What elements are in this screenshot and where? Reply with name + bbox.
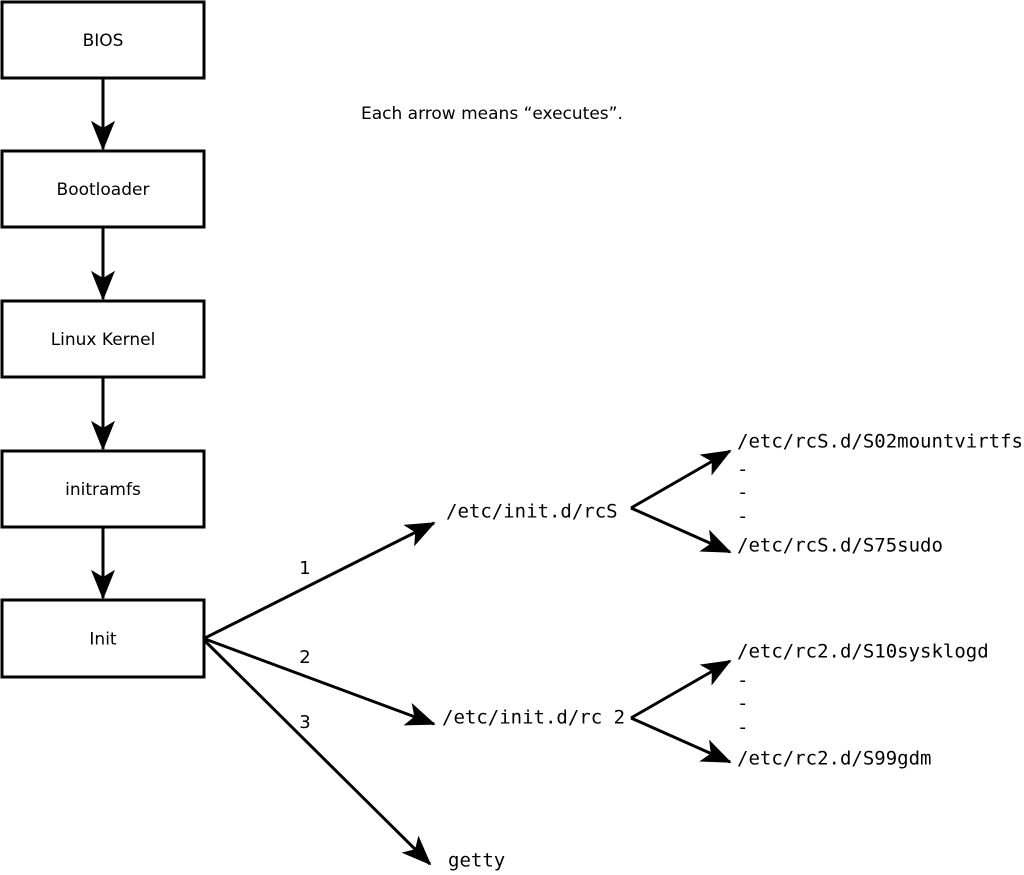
arrow-rc2-to-last-script [630, 716, 732, 764]
arrow-rcs-to-first-script [630, 449, 732, 510]
box-label-initramfs: initramfs [65, 480, 141, 500]
ellipsis-dash-rc2-1: - [737, 670, 748, 692]
legend-note: Each arrow means “executes”. [361, 104, 623, 124]
arrow-rc2-to-first-script [630, 659, 732, 720]
ellipsis-dash-rcs-1: - [737, 459, 748, 481]
arrow-init-to-getty [203, 639, 432, 866]
process-box-bios: BIOS [0, 0, 206, 80]
ellipsis-dash-rc2-2: - [737, 693, 748, 715]
arrow-init-to-rcs [204, 521, 436, 640]
process-box-init: Init [0, 598, 206, 679]
box-outline-bootloader [0, 149, 206, 229]
label-rc2-d-s10sysklogd: /etc/rc2.d/S10sysklogd [737, 641, 989, 663]
label-init-d-rc2: /etc/init.d/rc 2 [442, 707, 625, 729]
process-box-kernel: Linux Kernel [0, 299, 206, 379]
arrow-init-to-rc2 [204, 637, 436, 726]
ellipsis-dash-rcs-3: - [737, 506, 748, 528]
box-label-bios: BIOS [83, 31, 124, 51]
box-outline-initramfs [0, 449, 206, 529]
box-outline-bios [0, 0, 206, 80]
ellipsis-dash-rcs-2: - [737, 482, 748, 504]
label-rc2-d-s99gdm: /etc/rc2.d/S99gdm [737, 748, 931, 770]
process-box-bootloader: Bootloader [0, 149, 206, 229]
box-label-init: Init [89, 630, 117, 650]
label-getty: getty [448, 850, 505, 872]
ellipsis-dash-rc2-3: - [737, 717, 748, 739]
label-rcs-d-s02mountvirtfs: /etc/rcS.d/S02mountvirtfs [737, 431, 1023, 453]
label-rcs-d-s75sudo: /etc/rcS.d/S75sudo [737, 535, 943, 557]
process-box-initramfs: initramfs [0, 449, 206, 529]
arrow-rcs-to-last-script [630, 506, 732, 554]
edge-number-2: 2 [299, 647, 310, 668]
box-label-kernel: Linux Kernel [51, 330, 156, 350]
box-outline-init [0, 598, 206, 679]
box-label-bootloader: Bootloader [57, 180, 150, 200]
label-init-d-rcs: /etc/init.d/rcS [446, 501, 618, 523]
edge-number-3: 3 [299, 712, 310, 733]
edge-number-1: 1 [299, 558, 310, 579]
